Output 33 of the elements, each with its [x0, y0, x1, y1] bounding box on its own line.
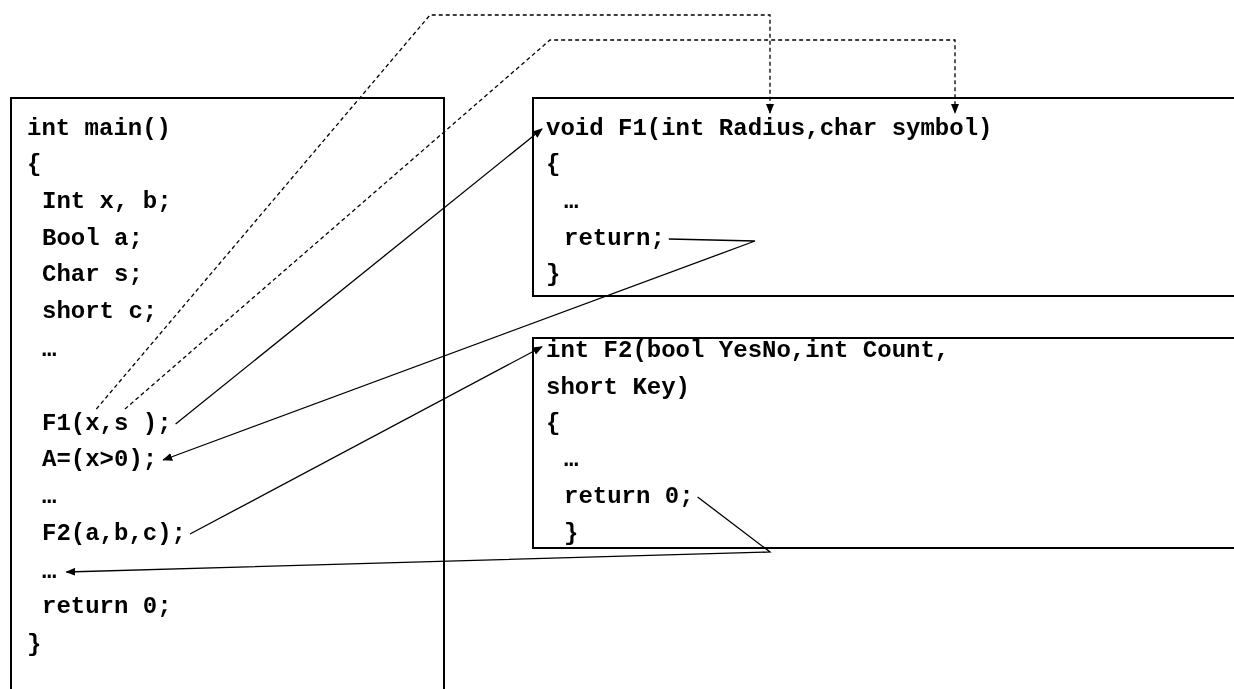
code-line: … — [42, 335, 57, 365]
dashed-arrow — [124, 39, 959, 410]
code-line: Char s; — [42, 260, 143, 290]
code-line: } — [564, 519, 579, 549]
code-block-frame — [532, 337, 1234, 549]
code-line: return; — [564, 224, 665, 254]
dashed-arrow — [95, 14, 774, 410]
arrow — [174, 128, 543, 425]
code-block-frame — [532, 97, 1234, 297]
code-line: … — [564, 445, 579, 475]
code-line: { — [546, 150, 561, 180]
code-block-frame — [10, 97, 445, 689]
code-line: void F1(int Radius,char symbol) — [546, 114, 1206, 144]
arrow — [189, 346, 543, 535]
code-line: A=(x>0); — [42, 445, 158, 475]
code-line: { — [546, 409, 561, 439]
code-line: { — [27, 150, 42, 180]
code-line: } — [27, 630, 42, 660]
code-line: short c; — [42, 297, 158, 327]
code-line: F2(a,b,c); — [42, 519, 187, 549]
code-line: … — [564, 187, 579, 217]
code-line: … — [42, 482, 57, 512]
code-line: } — [546, 260, 561, 290]
code-line: … — [42, 557, 57, 587]
code-line: int main() — [27, 114, 172, 144]
code-line: int F2(bool YesNo,int Count, short Key) — [546, 332, 1026, 406]
code-line: return 0; — [42, 592, 172, 622]
code-line: return 0; — [564, 482, 694, 512]
arrow — [162, 238, 756, 461]
code-line: Int x, b; — [42, 187, 172, 217]
code-line: F1(x,s ); — [42, 409, 172, 439]
arrow — [65, 496, 772, 576]
code-line: Bool a; — [42, 224, 143, 254]
